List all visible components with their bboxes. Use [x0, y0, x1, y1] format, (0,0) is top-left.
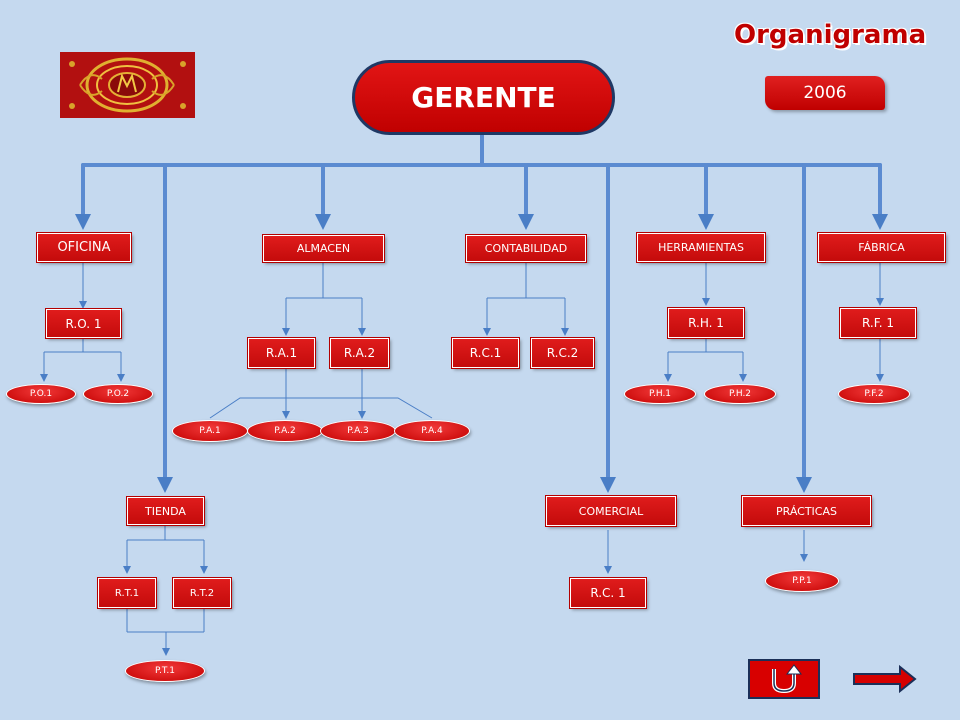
node-ph1: P.H.1	[624, 384, 696, 404]
node-pt1: P.T.1	[125, 660, 205, 682]
node-ra1: R.A.1	[247, 337, 316, 369]
arrow-right-icon	[853, 664, 917, 694]
node-rt2: R.T.2	[172, 577, 232, 609]
crest-logo-icon	[60, 52, 195, 118]
node-practicas: PRÁCTICAS	[741, 495, 872, 527]
node-po1: P.O.1	[6, 384, 76, 404]
node-rf1: R.F. 1	[839, 307, 917, 339]
next-button[interactable]	[852, 664, 918, 694]
node-fabrica: FÁBRICA	[817, 232, 946, 263]
node-pa3: P.A.3	[320, 420, 396, 442]
node-rt1: R.T.1	[97, 577, 157, 609]
node-rc2: R.C.2	[530, 337, 595, 369]
node-po2: P.O.2	[83, 384, 153, 404]
node-r-comercial-1: R.C. 1	[569, 577, 647, 609]
node-ra2: R.A.2	[329, 337, 390, 369]
node-comercial: COMERCIAL	[545, 495, 677, 527]
node-pp1: P.P.1	[765, 570, 839, 592]
node-almacen: ALMACEN	[262, 234, 385, 263]
node-herramientas: HERRAMIENTAS	[636, 232, 766, 263]
node-contabilidad: CONTABILIDAD	[465, 234, 587, 263]
u-turn-back-icon	[772, 664, 803, 694]
node-tienda: TIENDA	[126, 496, 205, 526]
year-badge: 2006	[765, 76, 885, 110]
node-ro1: R.O. 1	[45, 308, 122, 339]
back-button[interactable]	[748, 659, 820, 699]
node-rh1: R.H. 1	[667, 307, 745, 339]
node-ph2: P.H.2	[704, 384, 776, 404]
node-gerente: GERENTE	[352, 60, 615, 135]
page-title: Organigrama	[734, 20, 927, 50]
node-oficina: OFICINA	[36, 232, 132, 263]
node-pa4: P.A.4	[394, 420, 470, 442]
node-pf2: P.F.2	[838, 384, 910, 404]
node-pa1: P.A.1	[172, 420, 248, 442]
node-rc1: R.C.1	[451, 337, 520, 369]
node-pa2: P.A.2	[247, 420, 323, 442]
